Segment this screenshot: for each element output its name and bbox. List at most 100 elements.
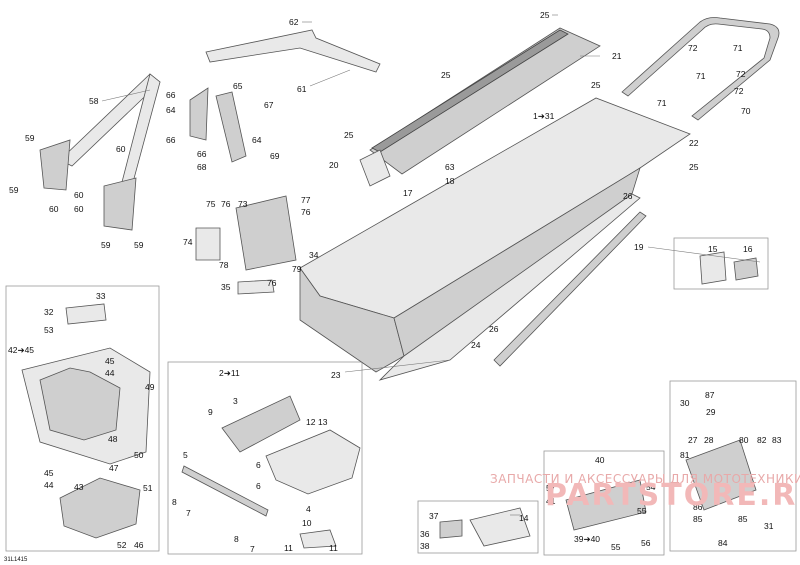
subassembly-boxes (5, 237, 797, 556)
callout-54: 54 (646, 482, 656, 492)
callout-36: 36 (420, 529, 430, 539)
bracket-37 (439, 519, 463, 539)
callout-80: 80 (739, 435, 749, 445)
callout-39-40: 39➜40 (574, 534, 600, 544)
callout-76: 76 (267, 278, 277, 288)
callout-25: 25 (689, 162, 699, 172)
box-steering-support (543, 450, 665, 556)
callout-68: 68 (197, 162, 207, 172)
callout-37: 37 (429, 511, 439, 521)
callout-77: 77 (301, 195, 311, 205)
steering-support (565, 479, 647, 531)
callout-59: 59 (25, 133, 35, 143)
callout-50: 50 (134, 450, 144, 460)
callout-75: 75 (206, 199, 216, 209)
watermark-logo: PARTSTORE.RU (545, 478, 800, 513)
callout-64: 64 (252, 135, 262, 145)
callout-3: 3 (233, 396, 238, 406)
callout-84: 84 (718, 538, 728, 548)
callout-60: 60 (49, 204, 59, 214)
box-bracket-kit (673, 237, 769, 290)
callout-7: 7 (186, 508, 191, 518)
callout-87: 87 (705, 390, 715, 400)
bracket-64a (189, 87, 209, 141)
callout-73: 73 (238, 199, 248, 209)
bracket-16 (733, 257, 759, 281)
callouts: 62 61 58 65 66 64 67 66 64 66 68 69 59 5… (8, 10, 782, 554)
callout-22: 22 (689, 138, 699, 148)
callout-29: 29 (706, 407, 716, 417)
callout-62: 62 (289, 17, 299, 27)
tunnel-rail (359, 27, 601, 187)
bracket-kit (699, 251, 759, 285)
callout-44: 44 (105, 368, 115, 378)
rear-bumper-frame (621, 17, 780, 121)
callout-81: 81 (680, 450, 690, 460)
panel-assembly (195, 195, 297, 295)
box-front-bumper (5, 285, 160, 552)
callout-78: 78 (219, 260, 229, 270)
callout-48: 48 (108, 434, 118, 444)
callout-8: 8 (234, 534, 239, 544)
callout-85: 85 (693, 514, 703, 524)
steering-mount (685, 439, 757, 511)
callout-7: 7 (250, 544, 255, 554)
main-tunnel (299, 97, 691, 381)
callout-55: 55 (637, 506, 647, 516)
callout-43: 43 (74, 482, 84, 492)
callout-76: 76 (221, 199, 231, 209)
callout-55: 55 (611, 542, 621, 552)
bracket-64b (215, 91, 247, 163)
bumper-bracket-43 (59, 477, 141, 539)
callout-20: 20 (329, 160, 339, 170)
callout-69: 69 (270, 151, 280, 161)
callout-42-45: 42➜45 (8, 345, 34, 355)
rear-bumper (621, 17, 780, 121)
callout-59: 59 (134, 240, 144, 250)
callout-11: 11 (329, 543, 338, 553)
slide-rail (493, 211, 647, 367)
callout-45: 45 (44, 468, 54, 478)
callout-64: 64 (166, 105, 176, 115)
callout-66: 66 (166, 90, 176, 100)
callout-23: 23 (331, 370, 341, 380)
callout-76: 76 (301, 207, 311, 217)
callout-18: 18 (445, 176, 455, 186)
callout-4: 4 (306, 504, 311, 514)
skid-14 (469, 507, 531, 547)
figure-code: 31L1415 (4, 557, 28, 563)
callout-65: 65 (233, 81, 243, 91)
callout-49: 49 (145, 382, 155, 392)
callout-24: 24 (471, 340, 481, 350)
callout-46: 46 (134, 540, 144, 550)
slide-rail-body (493, 211, 647, 367)
callout-70: 70 (741, 106, 751, 116)
tunnel-side-rail (378, 193, 641, 381)
callout-15: 15 (708, 244, 718, 254)
box-steering-mount (669, 380, 797, 552)
callout-8: 8 (172, 497, 177, 507)
callout-6: 6 (256, 460, 261, 470)
rail-body (369, 27, 601, 175)
callout-41: 41 (546, 496, 556, 506)
callout-25: 25 (441, 70, 451, 80)
callout-31: 31 (764, 521, 774, 531)
callout-12: 12 (306, 417, 316, 427)
callout-6: 6 (256, 481, 261, 491)
callout-53: 53 (44, 325, 54, 335)
callout-30: 30 (680, 398, 690, 408)
rail-end (359, 149, 391, 187)
callout-35: 35 (221, 282, 231, 292)
callout-9: 9 (208, 407, 213, 417)
callout-44: 44 (44, 480, 54, 490)
callout-5: 5 (183, 450, 188, 460)
bracket-left (39, 139, 71, 191)
callout-66: 66 (197, 149, 207, 159)
callout-19: 19 (634, 242, 644, 252)
bumper-hoop (39, 367, 121, 441)
callout-33: 33 (96, 291, 106, 301)
callout-59: 59 (9, 185, 19, 195)
callout-13: 13 (318, 417, 328, 427)
mount-80 (685, 439, 757, 511)
column-brackets (189, 87, 247, 163)
